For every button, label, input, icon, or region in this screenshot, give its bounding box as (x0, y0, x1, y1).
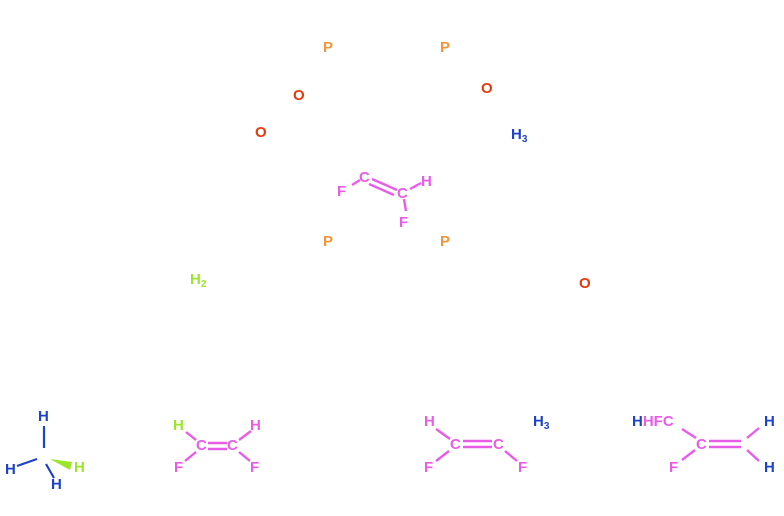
methane-h-right: H (74, 459, 85, 476)
methane-bonds (16, 426, 55, 479)
difluoro-b-c1: C (450, 436, 461, 453)
trifluoro-c2: C (696, 436, 707, 453)
trifluoro-prefix-text: HHFC (632, 413, 674, 430)
trifluoro-h-br: H (764, 459, 775, 476)
h3-label: H (511, 126, 522, 143)
atom-o-upper-right: O (481, 80, 493, 97)
difluoro-b-h3-label: H (533, 413, 544, 430)
alkene-bonds (351, 177, 422, 212)
h2-reagent: H2 (190, 272, 206, 290)
difluoro-a-h-tl: H (173, 417, 184, 434)
atom-o-upper-left: O (293, 87, 305, 104)
atom-p-top-right: P (440, 39, 451, 56)
trifluoro-h-tr: H (764, 413, 775, 430)
atom-o-right: O (579, 275, 591, 292)
methane-h-bottom: H (51, 476, 62, 493)
difluoro-a-c2: C (227, 437, 238, 454)
difluoro-b-bonds (435, 428, 518, 462)
alkene-carbon-1: C (359, 169, 370, 186)
trifluoro-prefix: HHFC (632, 414, 674, 429)
trifluoro-f-bl: F (669, 459, 679, 476)
atom-o-left: O (255, 124, 267, 141)
methane-wedge (50, 459, 72, 470)
alkene-fluorine-1: F (337, 183, 347, 200)
methane-h-left: H (5, 461, 16, 478)
methane-h-top: H (38, 408, 49, 425)
alkene-carbon-2: C (397, 185, 408, 202)
h2-subscript: 2 (200, 279, 207, 290)
alkene-fluorine-2: F (399, 214, 409, 231)
difluoro-a-f-br: F (250, 459, 260, 476)
difluoro-a-f-bl: F (174, 459, 184, 476)
difluoro-b-f-br: F (518, 459, 528, 476)
difluoro-b-h3-subscript: 3 (543, 421, 550, 432)
difluoro-b-h-tl: H (424, 413, 435, 430)
difluoro-a-h-tr: H (250, 417, 261, 434)
difluoro-b-c2: C (493, 436, 504, 453)
h3-subscript: 3 (521, 134, 528, 145)
difluoro-b-f-bl: F (424, 459, 434, 476)
difluoro-a-bonds (184, 430, 252, 462)
h2-label: H (190, 271, 201, 288)
atom-p-bottom-left: P (323, 233, 334, 250)
difluoro-b-h3: H3 (533, 414, 549, 432)
trifluoro-bonds (681, 427, 760, 462)
atom-h3-right: H3 (511, 127, 527, 145)
difluoro-a-c1: C (196, 437, 207, 454)
alkene-hydrogen: H (421, 173, 432, 190)
atom-p-bottom-right: P (440, 233, 451, 250)
atom-p-top-left: P (323, 39, 334, 56)
